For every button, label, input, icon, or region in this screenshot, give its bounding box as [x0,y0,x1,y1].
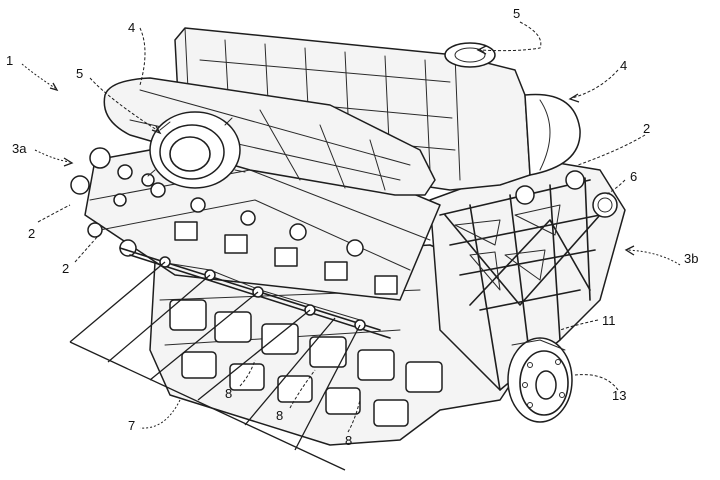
label-3a: 3a [12,141,27,156]
leader-lines [21,21,681,471]
front-pulley [507,337,573,423]
label-6: 6 [630,169,637,184]
label-8-b: 8 [276,408,283,423]
head-bosses [174,221,398,295]
label-2-right: 2 [643,121,650,136]
throttle-inlet [147,111,246,189]
label-5-left: 5 [76,66,83,81]
label-2-left-upper: 2 [28,226,35,241]
label-4-left: 4 [128,20,135,35]
sump-pockets [169,299,443,427]
spark-plug-holes [113,164,364,257]
intake-plenum-left [103,77,436,196]
label-7: 7 [128,418,135,433]
injector-rail [119,247,391,339]
label-2-left-lower: 2 [62,261,69,276]
label-3b: 3b [684,251,698,266]
reference-labels: 1 4 5 5 4 3a 2 6 2 2 3b 11 13 8 8 8 7 [6,6,698,448]
label-1: 1 [6,53,13,68]
label-8-a: 8 [225,386,232,401]
label-4-right: 4 [620,58,627,73]
label-8-c: 8 [345,433,352,448]
label-13: 13 [612,388,626,403]
label-11: 11 [602,313,616,328]
label-5-top: 5 [513,6,520,21]
